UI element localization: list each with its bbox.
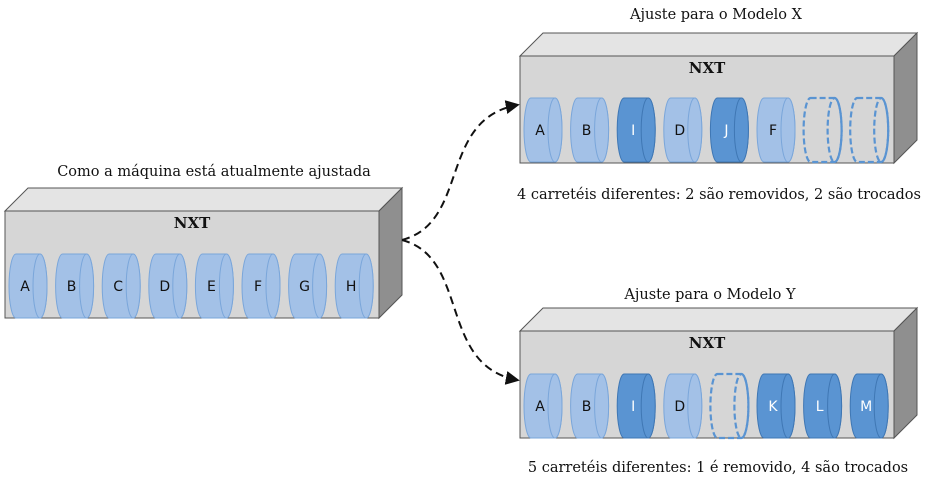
arrow-to-model-x bbox=[401, 100, 520, 241]
reel: I bbox=[616, 97, 656, 163]
current-setup-caption: Como a máquina está atualmente ajustada bbox=[57, 164, 371, 180]
empty-reel-slot bbox=[802, 96, 843, 164]
reel-label: H bbox=[346, 279, 357, 295]
reel-label: I bbox=[631, 399, 635, 415]
reel: D bbox=[663, 373, 703, 439]
reel: F bbox=[756, 97, 796, 163]
machine-side-face bbox=[893, 306, 918, 440]
reel-label: B bbox=[67, 279, 77, 295]
model-y-caption: 5 carretéis diferentes: 1 é removido, 4 … bbox=[528, 460, 908, 476]
machine-top-face bbox=[3, 187, 404, 212]
reel: H bbox=[334, 253, 374, 319]
empty-reel-slot bbox=[709, 372, 750, 440]
reel: A bbox=[523, 373, 563, 439]
machine-title: NXT bbox=[689, 59, 726, 77]
arrow-to-model-y bbox=[401, 239, 520, 385]
reel: A bbox=[523, 97, 563, 163]
reel: E bbox=[194, 253, 234, 319]
reel-label: G bbox=[299, 279, 310, 295]
machine-side-face bbox=[378, 186, 403, 320]
machine-model-x: NXT A B I D J F bbox=[518, 31, 919, 165]
model-x-title: Ajuste para o Modelo X bbox=[629, 7, 803, 23]
machine-title: NXT bbox=[689, 334, 726, 352]
reel: L bbox=[803, 373, 843, 439]
reel-label: J bbox=[723, 123, 728, 139]
reel: B bbox=[570, 97, 610, 163]
reel: D bbox=[663, 97, 703, 163]
reel-label: B bbox=[582, 399, 592, 415]
reel: M bbox=[849, 373, 889, 439]
model-x-caption: 4 carretéis diferentes: 2 são removidos,… bbox=[517, 187, 921, 203]
machine-current: NXT A B C D E F G H bbox=[3, 186, 404, 320]
reel-label: M bbox=[860, 399, 872, 415]
reel-label: D bbox=[674, 123, 685, 139]
reel: G bbox=[288, 253, 328, 319]
machine-model-y: NXT A B I D K L M bbox=[518, 306, 919, 440]
reel-label: A bbox=[535, 399, 545, 415]
reel: C bbox=[101, 253, 141, 319]
machine-top-face bbox=[518, 307, 919, 332]
reel: A bbox=[8, 253, 48, 319]
reel-label: D bbox=[159, 279, 170, 295]
reel-label: F bbox=[769, 123, 777, 139]
machine-title: NXT bbox=[174, 214, 211, 232]
reel-label: I bbox=[631, 123, 635, 139]
reel: B bbox=[55, 253, 95, 319]
reel: K bbox=[756, 373, 796, 439]
reel: D bbox=[148, 253, 188, 319]
model-y-title: Ajuste para o Modelo Y bbox=[623, 287, 796, 303]
reel: I bbox=[616, 373, 656, 439]
reel-label: E bbox=[207, 279, 216, 295]
reel-label: F bbox=[254, 279, 262, 295]
reel: J bbox=[709, 97, 749, 163]
reel-label: K bbox=[768, 399, 778, 415]
reel-label: B bbox=[582, 123, 592, 139]
machine-side-face bbox=[893, 31, 918, 165]
reel: B bbox=[570, 373, 610, 439]
reel-label: A bbox=[20, 279, 30, 295]
reel-label: L bbox=[816, 399, 824, 415]
empty-reel-slot bbox=[849, 96, 890, 164]
machine-top-face bbox=[518, 32, 919, 57]
reel-label: D bbox=[674, 399, 685, 415]
reel: F bbox=[241, 253, 281, 319]
reel-label: C bbox=[113, 279, 123, 295]
reel-label: A bbox=[535, 123, 545, 139]
